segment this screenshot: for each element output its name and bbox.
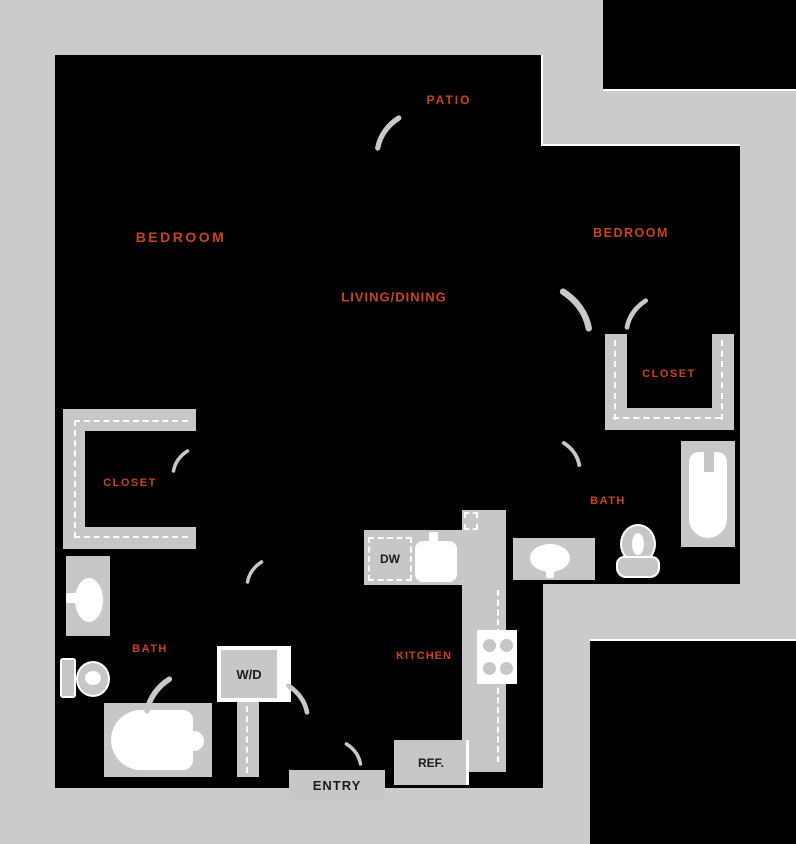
closet-right-rod-line xyxy=(613,417,721,419)
door-swing-arc xyxy=(559,288,592,332)
patio-label: PATIO xyxy=(426,93,472,107)
door-swing-arc xyxy=(344,742,363,766)
washer-dryer-label: W/D xyxy=(236,666,262,682)
wd-closet-wall xyxy=(237,702,259,777)
wd-closet-door-line xyxy=(246,706,248,773)
toilet-right-base xyxy=(616,556,660,578)
stove-burner xyxy=(500,662,513,675)
wall-hairline xyxy=(603,89,796,91)
closet-left-shelf-bottom xyxy=(63,527,196,549)
faucet-left-sink xyxy=(66,593,78,603)
kitchen-label: KITCHEN xyxy=(396,650,452,662)
door-swing-arc xyxy=(286,683,310,715)
bathtub-left-faucet xyxy=(184,731,204,751)
refrigerator-gap-line xyxy=(466,740,469,785)
kitchen-sink-faucet xyxy=(429,532,438,546)
refrigerator: REF. xyxy=(394,740,468,785)
closet-right-shelf-right xyxy=(712,334,734,430)
toilet-right-hole xyxy=(632,533,644,555)
adjacent-structure-top-right xyxy=(603,0,796,89)
dishwasher-label: DW xyxy=(380,552,400,566)
door-swing-arc xyxy=(245,560,264,584)
closet-right-shelf-left xyxy=(605,334,627,430)
stove-burner xyxy=(500,639,513,652)
wall-hairline xyxy=(590,639,796,641)
wall-hairline xyxy=(543,144,740,146)
adjacent-structure-bottom-right xyxy=(590,641,796,844)
faucet-right-sink xyxy=(546,567,554,578)
entry-opening: ENTRY xyxy=(289,770,385,800)
closet-left-rod-line xyxy=(74,420,188,538)
dishwasher: DW xyxy=(368,537,412,581)
toilet-left-hole xyxy=(85,671,101,685)
closet-right-rod-line xyxy=(614,340,616,420)
bedroom-right-label: BEDROOM xyxy=(593,226,669,240)
bathtub-right-faucet xyxy=(704,452,714,472)
wall-hairline xyxy=(541,55,543,146)
upper-cabinet-line xyxy=(464,512,478,530)
living-dining-label: LIVING/DINING xyxy=(341,289,447,305)
refrigerator-label: REF. xyxy=(417,755,444,770)
bath-left-label: BATH xyxy=(132,643,168,655)
bedroom-left-label: BEDROOM xyxy=(135,229,227,245)
closet-right-rod-line xyxy=(721,340,723,420)
entry-label: ENTRY xyxy=(312,777,362,793)
door-swing-arc xyxy=(624,298,648,330)
door-swing-arc xyxy=(561,441,582,467)
washer-dryer: W/D xyxy=(221,650,277,698)
closet-right-label: CLOSET xyxy=(642,368,696,380)
closet-left-label: CLOSET xyxy=(103,477,157,489)
closet-right-shelf-bottom xyxy=(605,408,734,430)
door-swing-arc xyxy=(144,676,173,714)
bath-right-label: BATH xyxy=(590,495,626,507)
door-swing-arc xyxy=(375,115,402,151)
stove xyxy=(477,630,517,684)
sink-left xyxy=(75,578,103,622)
door-swing-arc xyxy=(171,449,190,473)
stove-burner xyxy=(483,662,496,675)
stove-burner xyxy=(483,639,496,652)
bathtub-left xyxy=(111,710,193,770)
toilet-left-tank xyxy=(60,658,76,698)
kitchen-sink xyxy=(415,541,457,582)
